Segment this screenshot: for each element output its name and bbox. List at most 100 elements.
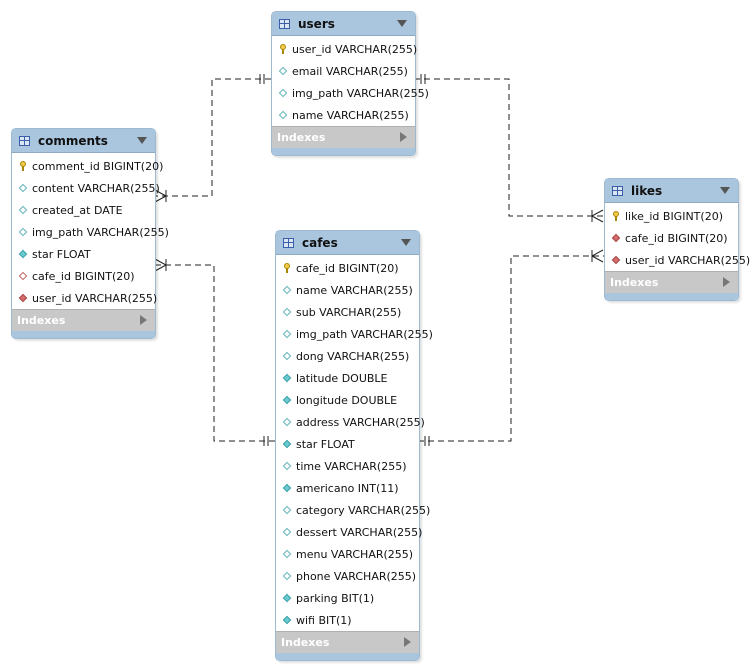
column-row[interactable]: star FLOAT xyxy=(276,433,419,455)
column-row[interactable]: dessert VARCHAR(255) xyxy=(276,521,423,543)
column-text: comment_id BIGINT(20) xyxy=(32,159,164,173)
column-row[interactable]: img_path VARCHAR(255) xyxy=(272,82,429,104)
column-text: img_path VARCHAR(255) xyxy=(32,225,169,239)
column-text: content VARCHAR(255) xyxy=(32,181,160,195)
column-row[interactable]: cafe_id BIGINT(20) xyxy=(12,265,155,287)
column-row[interactable]: cafe_id BIGINT(20) xyxy=(276,257,419,279)
column-text: address VARCHAR(255) xyxy=(296,415,425,429)
not-null-column-icon xyxy=(282,395,292,405)
column-row[interactable]: like_id BIGINT(20) xyxy=(605,205,738,227)
indexes-section[interactable]: Indexes xyxy=(605,271,738,293)
column-text: americano INT(11) xyxy=(296,481,399,495)
indexes-label: Indexes xyxy=(610,276,659,289)
column-row[interactable]: user_id VARCHAR(255) xyxy=(12,287,158,309)
table-header[interactable]: likes xyxy=(605,179,738,203)
column-icon xyxy=(18,227,28,237)
column-text: email VARCHAR(255) xyxy=(292,64,408,78)
rel-users-likes xyxy=(414,78,604,217)
expand-arrow-icon[interactable] xyxy=(404,637,411,647)
column-row[interactable]: phone VARCHAR(255) xyxy=(276,565,419,587)
column-row[interactable]: sub VARCHAR(255) xyxy=(276,301,419,323)
rel-users-comments xyxy=(154,78,271,197)
table-cafes[interactable]: cafes cafe_id BIGINT(20) name VARCHAR(255… xyxy=(275,230,433,661)
collapse-caret-icon[interactable] xyxy=(397,20,407,27)
column-icon xyxy=(282,571,292,581)
table-footer xyxy=(605,293,738,300)
column-text: parking BIT(1) xyxy=(296,591,375,605)
rel-users-likes-many xyxy=(591,209,604,223)
not-null-column-icon xyxy=(282,483,292,493)
indexes-section[interactable]: Indexes xyxy=(12,309,155,331)
column-icon xyxy=(282,351,292,361)
column-row[interactable]: img_path VARCHAR(255) xyxy=(12,221,169,243)
collapse-caret-icon[interactable] xyxy=(401,239,411,246)
rel-cafes-likes-one xyxy=(424,436,430,446)
table-users[interactable]: users user_id VARCHAR(255) email VARCHAR(… xyxy=(271,11,429,156)
column-text: created_at DATE xyxy=(32,203,123,217)
column-text: cafe_id BIGINT(20) xyxy=(296,261,399,275)
column-icon xyxy=(278,88,288,98)
column-row[interactable]: name VARCHAR(255) xyxy=(272,104,415,126)
table-icon xyxy=(279,18,290,29)
column-text: like_id BIGINT(20) xyxy=(625,209,723,223)
column-text: user_id VARCHAR(255) xyxy=(32,291,158,305)
column-text: dessert VARCHAR(255) xyxy=(296,525,423,539)
column-row[interactable]: category VARCHAR(255) xyxy=(276,499,430,521)
column-text: wifi BIT(1) xyxy=(296,613,352,627)
table-header[interactable]: users xyxy=(272,12,415,36)
table-icon xyxy=(19,135,30,146)
column-row[interactable]: star FLOAT xyxy=(12,243,155,265)
column-row[interactable]: cafe_id BIGINT(20) xyxy=(605,227,738,249)
column-icon xyxy=(278,110,288,120)
table-comments[interactable]: comments comment_id BIGINT(20) content VA… xyxy=(11,128,169,339)
column-row[interactable]: created_at DATE xyxy=(12,199,155,221)
rel-cafes-comments-one xyxy=(263,436,269,446)
table-likes[interactable]: likes like_id BIGINT(20) cafe_id BIGINT(2… xyxy=(604,178,750,301)
column-row[interactable]: time VARCHAR(255) xyxy=(276,455,419,477)
column-row[interactable]: menu VARCHAR(255) xyxy=(276,543,419,565)
not-null-column-icon xyxy=(282,373,292,383)
column-row[interactable]: address VARCHAR(255) xyxy=(276,411,425,433)
column-row[interactable]: americano INT(11) xyxy=(276,477,419,499)
collapse-caret-icon[interactable] xyxy=(137,137,147,144)
column-row[interactable]: dong VARCHAR(255) xyxy=(276,345,419,367)
column-row[interactable]: email VARCHAR(255) xyxy=(272,60,415,82)
table-title: cafes xyxy=(302,235,338,250)
rel-users-likes-one xyxy=(420,74,426,84)
table-header[interactable]: cafes xyxy=(276,231,419,255)
table-footer xyxy=(12,331,155,338)
column-text: dong VARCHAR(255) xyxy=(296,349,410,363)
expand-arrow-icon[interactable] xyxy=(400,132,407,142)
column-row[interactable]: wifi BIT(1) xyxy=(276,609,419,631)
column-row[interactable]: parking BIT(1) xyxy=(276,587,419,609)
expand-arrow-icon[interactable] xyxy=(140,315,147,325)
column-row[interactable]: comment_id BIGINT(20) xyxy=(12,155,163,177)
column-row[interactable]: user_id VARCHAR(255) xyxy=(605,249,750,271)
column-row[interactable]: latitude DOUBLE xyxy=(276,367,419,389)
table-title: users xyxy=(298,16,335,31)
collapse-caret-icon[interactable] xyxy=(720,187,730,194)
indexes-section[interactable]: Indexes xyxy=(272,126,415,148)
not-null-column-icon xyxy=(282,593,292,603)
rel-users-comments-one xyxy=(259,74,265,84)
column-row[interactable]: user_id VARCHAR(255) xyxy=(272,38,417,60)
column-row[interactable]: longitude DOUBLE xyxy=(276,389,419,411)
column-text: phone VARCHAR(255) xyxy=(296,569,417,583)
column-text: latitude DOUBLE xyxy=(296,371,388,385)
foreign-key-nullable-icon xyxy=(18,271,28,281)
column-icon xyxy=(282,505,292,515)
column-icon xyxy=(278,66,288,76)
column-list: user_id VARCHAR(255) email VARCHAR(255) im… xyxy=(272,36,429,126)
primary-key-icon xyxy=(282,263,292,273)
column-text: cafe_id BIGINT(20) xyxy=(625,231,728,245)
column-text: name VARCHAR(255) xyxy=(292,108,409,122)
column-row[interactable]: content VARCHAR(255) xyxy=(12,177,160,199)
table-icon xyxy=(283,237,294,248)
table-header[interactable]: comments xyxy=(12,129,155,153)
column-row[interactable]: name VARCHAR(255) xyxy=(276,279,419,301)
not-null-column-icon xyxy=(18,249,28,259)
column-text: star FLOAT xyxy=(32,247,91,261)
expand-arrow-icon[interactable] xyxy=(723,277,730,287)
indexes-section[interactable]: Indexes xyxy=(276,631,419,653)
column-row[interactable]: img_path VARCHAR(255) xyxy=(276,323,433,345)
